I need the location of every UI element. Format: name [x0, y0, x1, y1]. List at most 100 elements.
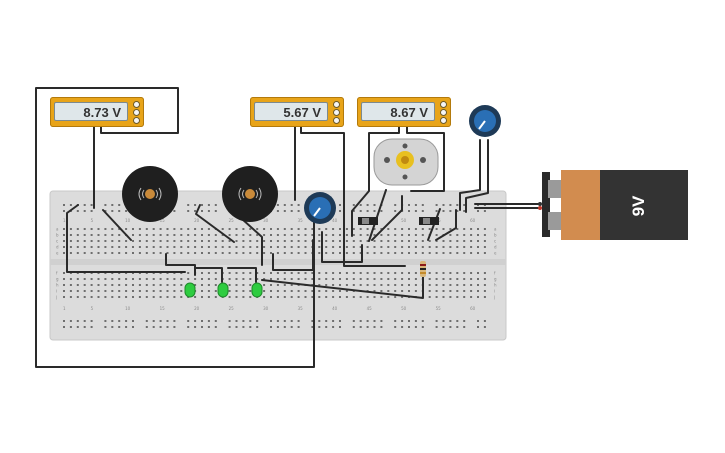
breadboard-hole[interactable]: [201, 246, 203, 248]
breadboard-hole[interactable]: [159, 290, 162, 292]
breadboard-hole[interactable]: [214, 272, 217, 274]
breadboard-hole[interactable]: [463, 234, 466, 236]
breadboard-hole[interactable]: [90, 320, 93, 322]
breadboard-hole[interactable]: [325, 278, 328, 280]
breadboard-hole[interactable]: [463, 296, 466, 298]
breadboard-hole[interactable]: [263, 246, 266, 248]
breadboard-hole[interactable]: [483, 272, 486, 274]
breadboard-hole[interactable]: [166, 320, 169, 322]
breadboard-hole[interactable]: [449, 228, 452, 230]
breadboard-hole[interactable]: [449, 240, 452, 242]
breadboard-hole[interactable]: [207, 228, 210, 230]
breadboard-hole[interactable]: [380, 252, 383, 254]
breadboard-hole[interactable]: [173, 228, 176, 230]
breadboard-hole[interactable]: [325, 284, 328, 286]
breadboard-hole[interactable]: [373, 284, 376, 286]
breadboard-hole[interactable]: [276, 320, 279, 322]
breadboard-hole[interactable]: [194, 240, 197, 242]
breadboard-hole[interactable]: [132, 290, 134, 292]
breadboard-hole[interactable]: [414, 240, 417, 242]
breadboard-hole[interactable]: [76, 246, 79, 248]
breadboard-hole[interactable]: [125, 320, 128, 322]
breadboard-hole[interactable]: [159, 296, 162, 298]
breadboard-hole[interactable]: [380, 278, 383, 280]
breadboard-hole[interactable]: [118, 234, 121, 236]
breadboard-hole[interactable]: [470, 278, 473, 280]
breadboard-hole[interactable]: [90, 204, 93, 206]
breadboard-hole[interactable]: [345, 252, 348, 254]
breadboard-hole[interactable]: [463, 326, 466, 328]
breadboard-hole[interactable]: [97, 290, 100, 292]
breadboard-hole[interactable]: [104, 252, 107, 254]
breadboard-hole[interactable]: [214, 234, 217, 236]
breadboard-hole[interactable]: [408, 252, 410, 254]
breadboard-hole[interactable]: [173, 240, 176, 242]
breadboard-hole[interactable]: [173, 234, 176, 236]
breadboard-hole[interactable]: [270, 272, 272, 274]
breadboard-hole[interactable]: [311, 326, 314, 328]
breadboard-hole[interactable]: [76, 278, 79, 280]
breadboard-hole[interactable]: [435, 204, 438, 206]
breadboard-hole[interactable]: [449, 326, 452, 328]
breadboard-hole[interactable]: [352, 210, 355, 212]
dc-motor[interactable]: [373, 138, 439, 186]
breadboard-hole[interactable]: [435, 290, 438, 292]
breadboard-hole[interactable]: [290, 246, 293, 248]
breadboard-hole[interactable]: [421, 234, 424, 236]
breadboard-hole[interactable]: [428, 252, 431, 254]
breadboard-hole[interactable]: [256, 240, 259, 242]
breadboard-hole[interactable]: [401, 326, 404, 328]
buzzer-2[interactable]: [222, 166, 278, 222]
breadboard-hole[interactable]: [359, 210, 362, 212]
breadboard-hole[interactable]: [283, 252, 286, 254]
breadboard-hole[interactable]: [463, 246, 466, 248]
breadboard-hole[interactable]: [339, 246, 341, 248]
breadboard-hole[interactable]: [332, 320, 335, 322]
breadboard-hole[interactable]: [318, 272, 321, 274]
breadboard-hole[interactable]: [76, 296, 79, 298]
breadboard-hole[interactable]: [359, 204, 362, 206]
breadboard-hole[interactable]: [394, 246, 397, 248]
breadboard-hole[interactable]: [366, 252, 369, 254]
breadboard-hole[interactable]: [394, 228, 397, 230]
breadboard-hole[interactable]: [408, 246, 410, 248]
breadboard-hole[interactable]: [373, 272, 376, 274]
breadboard-hole[interactable]: [290, 234, 293, 236]
breadboard-hole[interactable]: [90, 234, 93, 236]
breadboard-hole[interactable]: [456, 228, 459, 230]
breadboard-hole[interactable]: [201, 326, 203, 328]
breadboard-hole[interactable]: [352, 204, 355, 206]
breadboard-hole[interactable]: [201, 240, 203, 242]
breadboard-hole[interactable]: [152, 284, 155, 286]
breadboard-hole[interactable]: [242, 246, 245, 248]
breadboard-hole[interactable]: [173, 320, 176, 322]
breadboard-hole[interactable]: [470, 240, 473, 242]
breadboard-hole[interactable]: [421, 204, 424, 206]
breadboard-hole[interactable]: [414, 290, 417, 292]
breadboard-hole[interactable]: [456, 290, 459, 292]
breadboard-hole[interactable]: [228, 228, 231, 230]
breadboard-hole[interactable]: [207, 204, 210, 206]
breadboard-hole[interactable]: [373, 290, 376, 292]
breadboard-hole[interactable]: [311, 296, 314, 298]
breadboard-hole[interactable]: [318, 326, 321, 328]
breadboard-hole[interactable]: [63, 210, 65, 212]
breadboard-hole[interactable]: [456, 296, 459, 298]
breadboard-hole[interactable]: [297, 240, 300, 242]
breadboard-hole[interactable]: [380, 290, 383, 292]
breadboard-hole[interactable]: [456, 252, 459, 254]
breadboard-hole[interactable]: [463, 290, 466, 292]
breadboard-hole[interactable]: [332, 296, 335, 298]
breadboard-hole[interactable]: [270, 252, 272, 254]
breadboard-hole[interactable]: [83, 252, 86, 254]
breadboard-hole[interactable]: [442, 284, 445, 286]
breadboard-hole[interactable]: [380, 326, 383, 328]
breadboard-hole[interactable]: [428, 278, 431, 280]
breadboard-hole[interactable]: [111, 228, 114, 230]
breadboard-hole[interactable]: [242, 290, 245, 292]
breadboard-hole[interactable]: [394, 278, 397, 280]
breadboard-hole[interactable]: [145, 320, 148, 322]
breadboard-hole[interactable]: [180, 296, 183, 298]
breadboard-hole[interactable]: [180, 252, 183, 254]
breadboard-hole[interactable]: [76, 326, 79, 328]
